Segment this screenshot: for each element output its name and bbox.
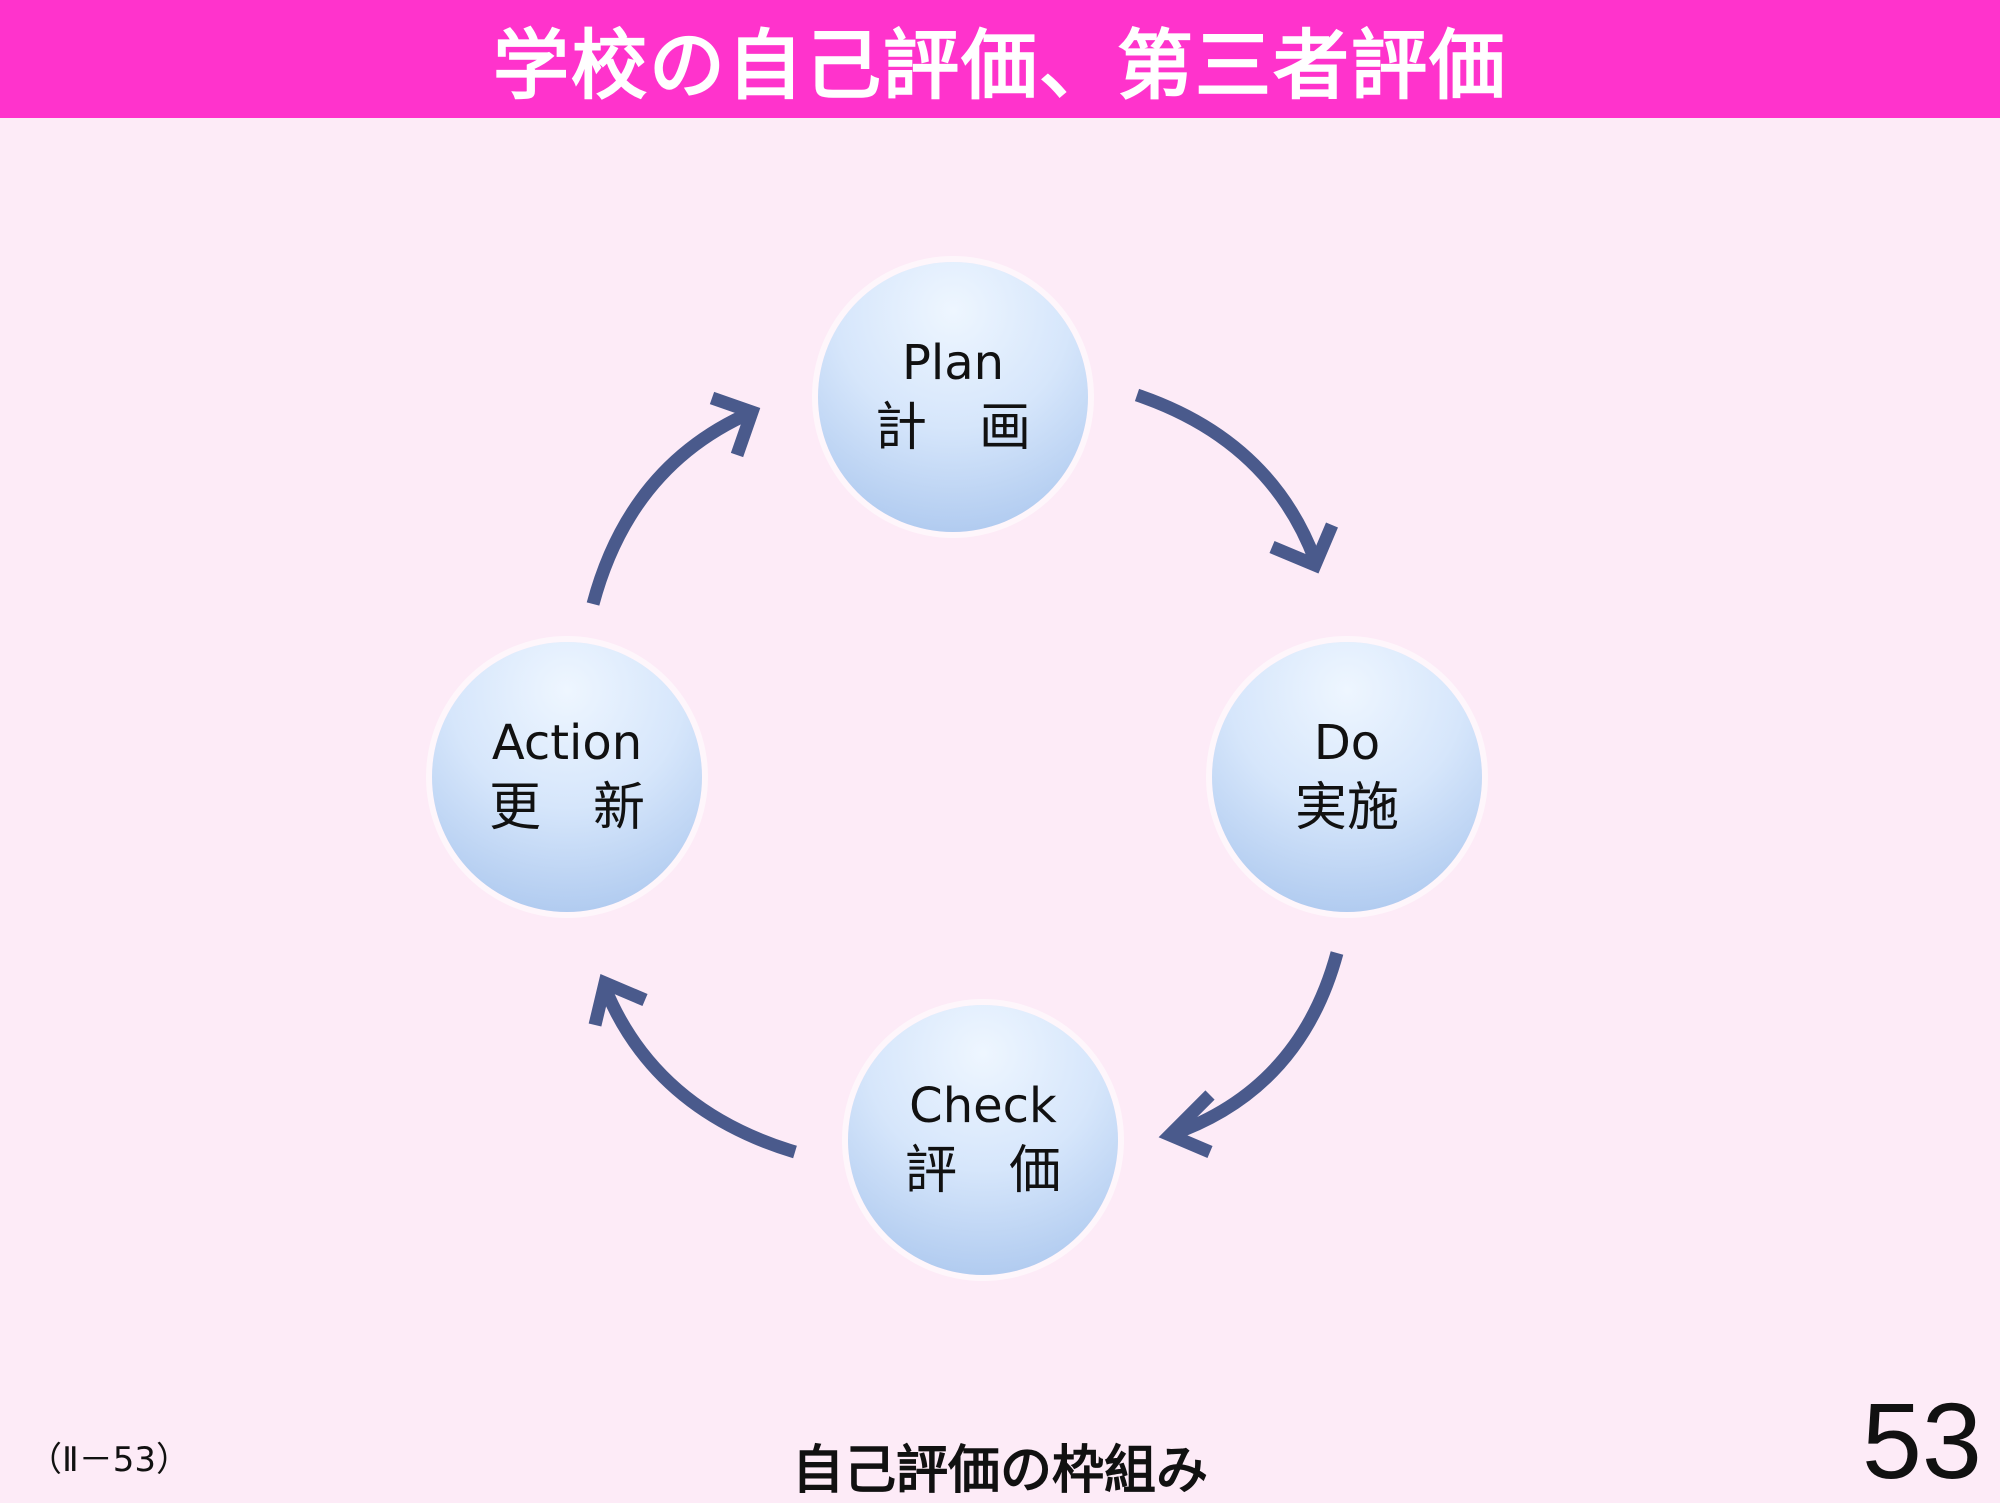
- node-plan-jp: 計 画: [874, 398, 1031, 458]
- node-action-en: Action: [491, 715, 643, 771]
- node-do-en: Do: [1313, 715, 1381, 771]
- page-number: 53: [1861, 1380, 1982, 1501]
- node-check-en: Check: [909, 1078, 1057, 1134]
- node-plan-en: Plan: [901, 335, 1005, 391]
- slide-caption: 自己評価の枠組み: [791, 1441, 1208, 1501]
- arrowhead-check-to-action: [588, 974, 648, 1027]
- arrowhead-action-to-plan: [709, 391, 761, 458]
- slide-reference: （Ⅱ－53）: [28, 1440, 190, 1480]
- arrowhead-do-to-check: [1158, 1090, 1215, 1158]
- title-bar: 学校の自己評価、第三者評価: [0, 0, 2000, 118]
- arrow-action-to-plan: [586, 406, 755, 606]
- node-action: Action 更 新: [432, 642, 702, 912]
- node-do: Do 実施: [1212, 642, 1482, 912]
- node-do-jp: 実施: [1294, 778, 1399, 838]
- node-action-jp: 更 新: [488, 778, 645, 838]
- arrow-do-to-check: [1167, 951, 1344, 1142]
- node-check-jp: 評 価: [904, 1141, 1061, 1201]
- page-title: 学校の自己評価、第三者評価: [493, 21, 1507, 110]
- arrowhead-plan-to-do: [1269, 522, 1338, 574]
- arrow-check-to-action: [598, 985, 797, 1159]
- node-plan: Plan 計 画: [818, 262, 1088, 532]
- node-check: Check 評 価: [848, 1005, 1118, 1275]
- arrow-plan-to-do: [1134, 388, 1322, 563]
